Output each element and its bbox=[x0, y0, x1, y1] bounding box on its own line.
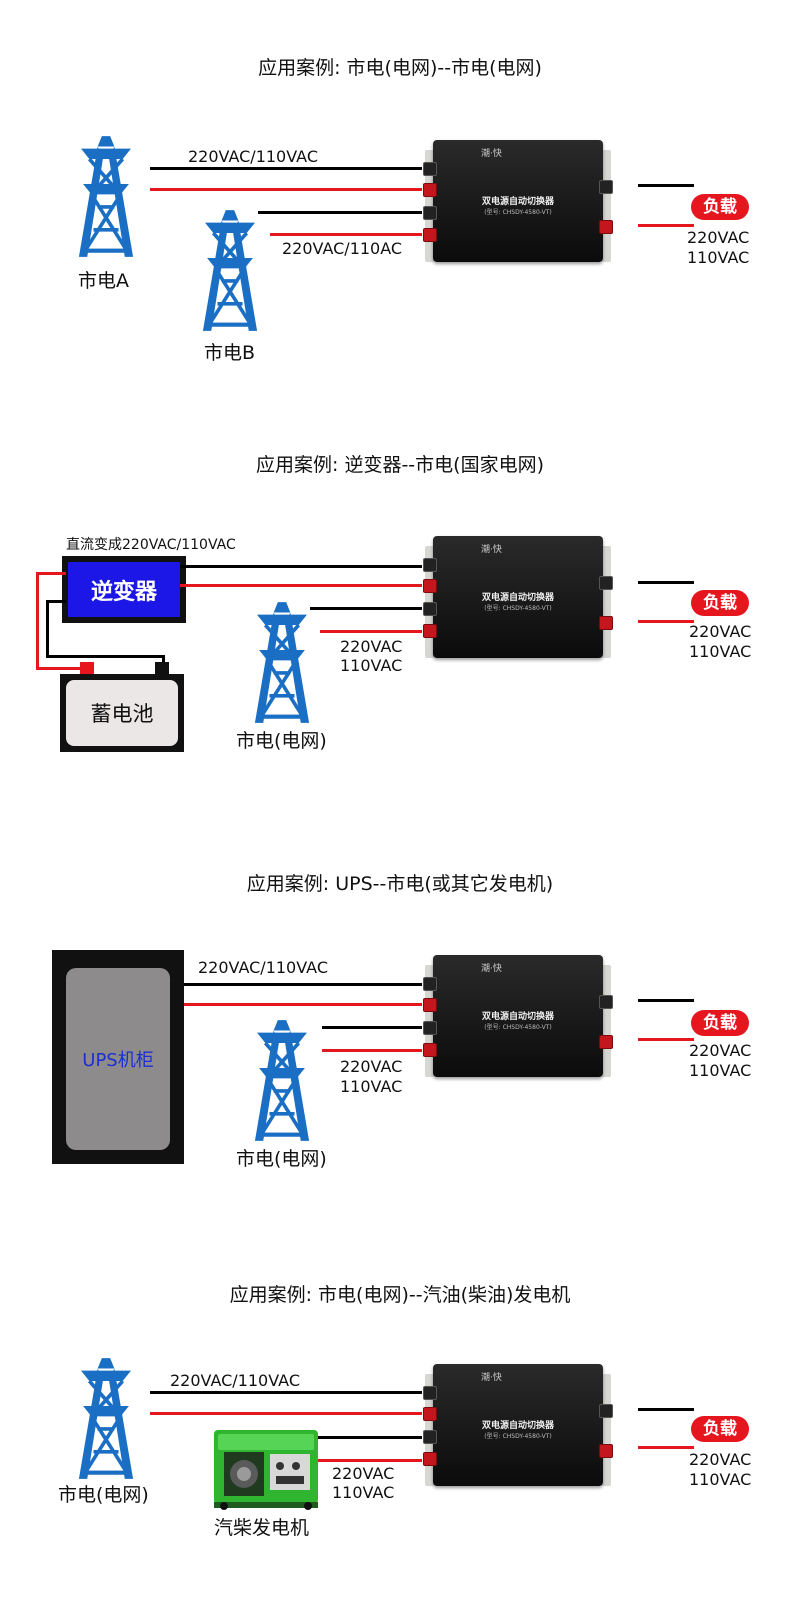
wire-neutral bbox=[184, 983, 422, 986]
grid-voltage: 220VAC/110VAC bbox=[170, 1371, 300, 1390]
wire-neutral bbox=[318, 1436, 422, 1439]
wire-live bbox=[150, 1412, 422, 1415]
wire-live-load bbox=[638, 224, 694, 227]
wire-live bbox=[184, 1003, 422, 1006]
dc-conversion-note: 直流变成220VAC/110VAC bbox=[66, 537, 236, 553]
auto-transfer-switch: 潮·快 双电源自动切换器 (型号: CHSDY-4580-VT) bbox=[423, 1364, 613, 1486]
inverter-box: 逆变器 bbox=[62, 556, 186, 623]
load-badge: 负载 bbox=[691, 1416, 749, 1442]
device-name: 双电源自动切换器 bbox=[481, 1012, 554, 1022]
wire-neutral bbox=[310, 607, 422, 610]
generator-icon bbox=[214, 1430, 318, 1510]
wire-neutral bbox=[180, 565, 422, 568]
wire-neutral-load bbox=[638, 581, 694, 584]
grid-label: 市电(电网) bbox=[58, 1484, 149, 1506]
panel-grid-grid: 应用案例: 市电(电网)--市电(电网) 市电A 市电B 220VAC/110V… bbox=[0, 0, 800, 400]
wire-battery-live bbox=[36, 667, 88, 670]
wire-live bbox=[270, 233, 422, 236]
load-voltage-220: 220VAC bbox=[689, 622, 752, 641]
wire-neutral bbox=[150, 167, 422, 170]
wire-battery-neutral bbox=[46, 655, 164, 658]
generator-label: 汽柴发电机 bbox=[214, 1517, 310, 1539]
wire-live bbox=[318, 1459, 422, 1462]
grid-voltage-220: 220VAC bbox=[340, 637, 403, 656]
load-badge: 负载 bbox=[691, 194, 749, 220]
generator-voltage-110: 110VAC bbox=[332, 1483, 395, 1502]
panel-inverter-grid: 应用案例: 逆变器--市电(国家电网) 直流变成220VAC/110VAC 逆变… bbox=[36, 454, 752, 752]
wire-live bbox=[322, 1049, 422, 1052]
load-voltage-220: 220VAC bbox=[687, 228, 750, 247]
wire-live bbox=[320, 630, 422, 633]
battery-label: 蓄电池 bbox=[66, 680, 178, 746]
brand-logo: 潮·快 bbox=[481, 1373, 502, 1383]
panel-title: 应用案例: UPS--市电(或其它发电机) bbox=[246, 873, 554, 895]
load-badge: 负载 bbox=[691, 590, 749, 616]
battery-box: 蓄电池 bbox=[60, 674, 184, 752]
wire-neutral-load bbox=[638, 184, 694, 187]
device-model: (型号: CHSDY-4580-VT) bbox=[484, 209, 552, 216]
wire-neutral bbox=[258, 211, 422, 214]
panel-title: 应用案例: 市电(电网)--市电(电网) bbox=[258, 57, 542, 79]
wire-battery-live bbox=[36, 572, 66, 575]
grid-label: 市电(电网) bbox=[236, 730, 327, 752]
grid-label: 市电(电网) bbox=[236, 1148, 327, 1170]
panel-title: 应用案例: 市电(电网)--汽油(柴油)发电机 bbox=[229, 1284, 571, 1306]
source-a-voltage: 220VAC/110VAC bbox=[188, 147, 318, 166]
source-a-label: 市电A bbox=[78, 270, 129, 292]
wire-live-load bbox=[638, 1446, 694, 1449]
load-voltage-110: 110VAC bbox=[687, 248, 750, 267]
device-name: 双电源自动切换器 bbox=[481, 1421, 554, 1431]
device-model: (型号: CHSDY-4580-VT) bbox=[484, 1024, 552, 1031]
device-name: 双电源自动切换器 bbox=[481, 593, 554, 603]
load-voltage-110: 110VAC bbox=[689, 1470, 752, 1489]
device-model: (型号: CHSDY-4580-VT) bbox=[484, 1433, 552, 1440]
grid-voltage-110: 110VAC bbox=[340, 1077, 403, 1096]
load-voltage-110: 110VAC bbox=[689, 1061, 752, 1080]
load-voltage-220: 220VAC bbox=[689, 1041, 752, 1060]
load-badge: 负载 bbox=[691, 1010, 749, 1036]
brand-logo: 潮·快 bbox=[481, 964, 502, 974]
load-voltage-110: 110VAC bbox=[689, 642, 752, 661]
auto-transfer-switch: 潮·快 双电源自动切换器 (型号: CHSDY-4580-VT) bbox=[423, 140, 613, 262]
ups-cabinet: UPS机柜 bbox=[52, 950, 184, 1164]
inverter-label: 逆变器 bbox=[68, 562, 180, 617]
grid-voltage-220: 220VAC bbox=[340, 1057, 403, 1076]
wire-neutral bbox=[322, 1026, 422, 1029]
power-tower-icon bbox=[77, 1356, 135, 1481]
load-voltage-220: 220VAC bbox=[689, 1450, 752, 1469]
panel-title: 应用案例: 逆变器--市电(国家电网) bbox=[256, 454, 544, 476]
device-model: (型号: CHSDY-4580-VT) bbox=[484, 605, 552, 612]
ups-voltage: 220VAC/110VAC bbox=[198, 958, 328, 977]
wire-battery-neutral bbox=[46, 600, 49, 658]
wire-neutral bbox=[150, 1391, 422, 1394]
wire-neutral-load bbox=[638, 999, 694, 1002]
wire-live-load bbox=[638, 1038, 694, 1041]
wire-neutral-load bbox=[638, 1408, 694, 1411]
brand-logo: 潮·快 bbox=[481, 545, 502, 555]
wire-battery-live bbox=[36, 572, 39, 670]
grid-voltage-110: 110VAC bbox=[340, 656, 403, 675]
device-name: 双电源自动切换器 bbox=[481, 197, 554, 207]
wire-live-load bbox=[638, 620, 694, 623]
ups-label: UPS机柜 bbox=[66, 968, 170, 1150]
panel-ups-grid: 应用案例: UPS--市电(或其它发电机) UPS机柜 220VAC/110VA… bbox=[52, 873, 752, 1170]
source-b-voltage: 220VAC/110AC bbox=[282, 239, 403, 258]
source-b-label: 市电B bbox=[204, 342, 256, 364]
brand-logo: 潮·快 bbox=[481, 149, 502, 159]
auto-transfer-switch: 潮·快 双电源自动切换器 (型号: CHSDY-4580-VT) bbox=[423, 955, 613, 1077]
wire-live bbox=[150, 188, 422, 191]
generator-voltage-220: 220VAC bbox=[332, 1464, 395, 1483]
wire-live bbox=[180, 584, 422, 587]
auto-transfer-switch: 潮·快 双电源自动切换器 (型号: CHSDY-4580-VT) bbox=[423, 536, 613, 658]
wire-battery-neutral bbox=[46, 600, 66, 603]
